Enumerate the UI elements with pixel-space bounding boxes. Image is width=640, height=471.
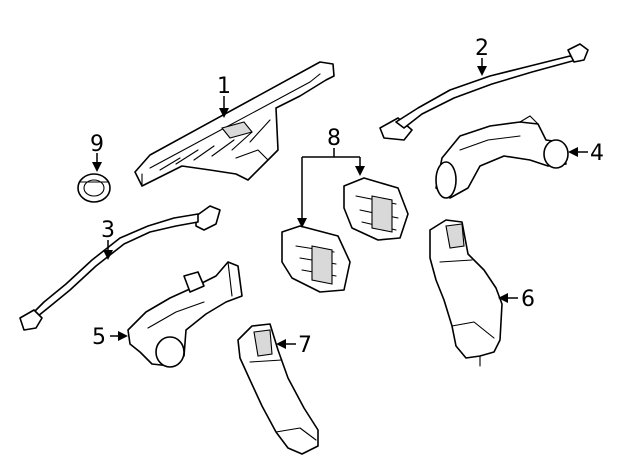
part-8-air-vent-outlets[interactable]	[281, 177, 409, 293]
part-1-dash-panel-duct[interactable]	[134, 61, 335, 187]
callout-6: 6	[521, 287, 535, 312]
callout-2: 2	[475, 36, 489, 61]
part-6-right-floor-duct[interactable]	[429, 219, 503, 367]
part-2-upper-right-defroster-hose[interactable]	[379, 43, 589, 141]
part-7-left-floor-duct[interactable]	[237, 323, 319, 455]
callout-3: 3	[101, 218, 115, 243]
callout-1: 1	[217, 74, 231, 99]
callout-9: 9	[90, 132, 104, 157]
part-3-left-defroster-hose[interactable]	[19, 205, 221, 331]
callout-7: 7	[298, 333, 312, 358]
leader-lines	[92, 58, 588, 349]
callout-4: 4	[590, 141, 604, 166]
callout-numbers: 1 2 3 4 5 6 7 8 9	[90, 36, 604, 358]
part-9-grommet[interactable]	[77, 173, 111, 203]
callout-5: 5	[92, 325, 106, 350]
callout-8: 8	[327, 126, 341, 151]
part-5-left-side-duct[interactable]	[127, 261, 243, 368]
part-4-right-side-duct[interactable]	[435, 115, 569, 199]
